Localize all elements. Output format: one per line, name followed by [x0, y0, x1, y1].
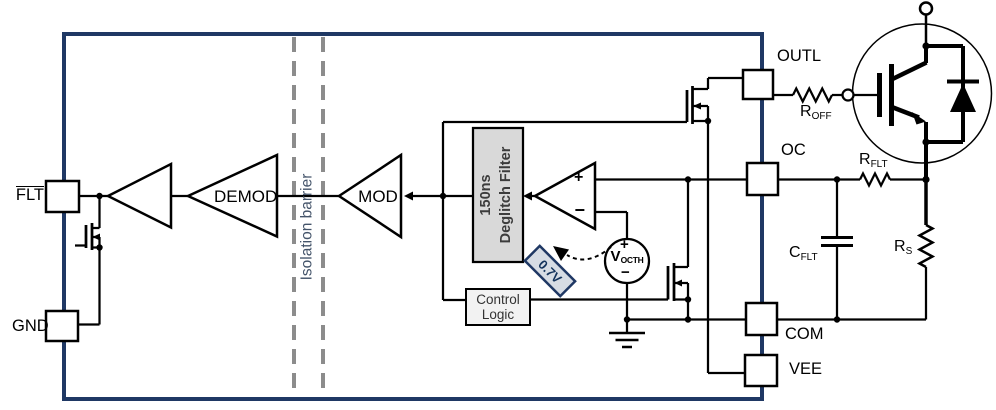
- junction-dots: [96, 42, 930, 323]
- pin-com-label: COM: [785, 325, 824, 343]
- r-flt-resistor: [858, 170, 892, 189]
- r-off-label: ROFF: [800, 103, 832, 122]
- mod-label: MOD: [358, 187, 398, 206]
- threshold-pointer-dashed-line: [566, 246, 612, 261]
- mosfet-arrow: [674, 279, 682, 287]
- pin-outl-box: [741, 68, 775, 101]
- pin-vee-box: [743, 353, 779, 388]
- output-buffer-triangle: [105, 161, 173, 230]
- wires: [79, 76, 928, 375]
- pin-gnd-box: [44, 309, 80, 343]
- voctch-source-circle: [603, 237, 651, 285]
- voctch-minus-sign: −: [621, 263, 630, 281]
- r-s-label: RS: [894, 238, 913, 257]
- mosfet-arrow: [92, 233, 100, 241]
- deglitch-filter-box: [471, 126, 525, 264]
- comparator-minus-sign: −: [574, 200, 586, 220]
- r-flt-label: RFLT: [859, 151, 888, 170]
- pin-oc-box: [745, 161, 780, 197]
- outl-pulldown-mosfet: [685, 86, 708, 124]
- gate-terminal: [841, 88, 855, 102]
- r-s-resistor: [916, 223, 936, 269]
- deglitch-filter-label: 150ns Deglitch Filter: [478, 146, 514, 244]
- igbt-emitter-arrow: [912, 112, 926, 125]
- collector-terminal: [918, 1, 934, 16]
- arrow-into-filter: [523, 191, 532, 201]
- igbt-module: [841, 1, 993, 180]
- r-off-resistor: [791, 85, 834, 105]
- control-logic-box: [465, 288, 531, 326]
- fault-output-mosfet: [75, 196, 101, 326]
- igbt-circle: [851, 23, 993, 164]
- pin-vee-label: VEE: [789, 360, 823, 378]
- threshold-tag-box: [523, 244, 577, 298]
- c-flt-label: CFLT: [789, 244, 818, 263]
- comparator-triangle: [532, 160, 597, 232]
- c-flt-capacitor: [821, 236, 853, 247]
- mosfet-arrow: [693, 102, 701, 110]
- diode-triangle: [950, 83, 976, 112]
- pin-flt-box: [44, 179, 81, 214]
- isolation-barrier-lines: [292, 37, 325, 397]
- threshold-pointer-arrowhead: [553, 246, 569, 261]
- pin-com-box: [744, 301, 779, 337]
- voctch-source-label: VOCTH: [610, 248, 644, 266]
- pin-gnd-label: GND: [12, 317, 49, 335]
- pin-flt-label: FLT: [15, 186, 44, 204]
- ic-boundary: [62, 32, 764, 401]
- arrow-into-mod: [404, 191, 413, 201]
- pin-outl-label: OUTL: [777, 47, 822, 65]
- mod-triangle: [336, 152, 403, 240]
- pin-oc-label: OC: [781, 141, 806, 159]
- ground-symbol: [609, 331, 645, 349]
- demod-label: DEMOD: [214, 187, 278, 206]
- comparator-plus-sign: +: [574, 169, 584, 186]
- control-logic-label: Control Logic: [476, 292, 520, 322]
- demod-triangle: [184, 153, 279, 239]
- isolation-barrier-label: Isolation barrier: [298, 173, 316, 281]
- voctch-plus-sign: +: [620, 236, 629, 253]
